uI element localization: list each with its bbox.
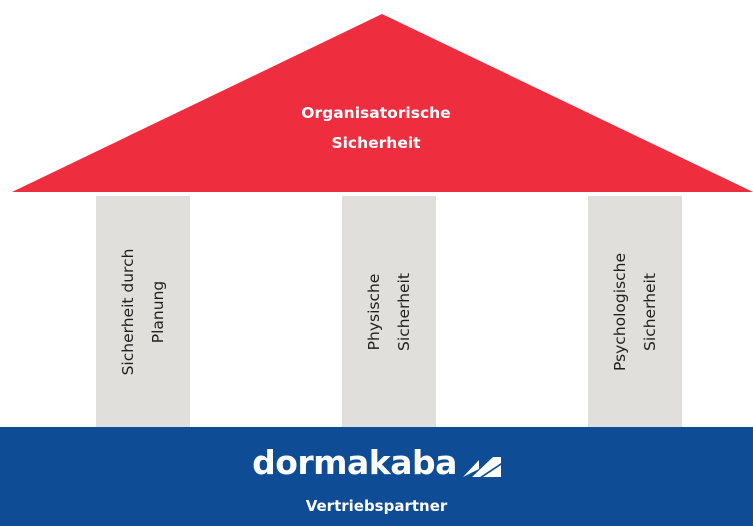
brand-name: dormakaba [252,443,457,482]
pillar-label: Psychologische Sicherheit [611,252,659,371]
pillar-planning: Sicherheit durch Planung [96,196,190,427]
base-label: Vertriebspartner [305,497,448,515]
brand-logo: dormakaba [0,443,753,483]
pillar-label: Sicherheit durch Planung [119,248,167,375]
base-foundation: dormakaba Vertriebspartner [0,427,753,526]
roof-triangle [12,14,753,192]
roof-label: Organisatorische Sicherheit [301,104,451,152]
pillar-label: Physische Sicherheit [365,272,413,351]
pillar-psychological: Psychologische Sicherheit [588,196,682,427]
pillar-physical: Physische Sicherheit [342,196,436,427]
dormakaba-logo-mark-icon [462,457,501,477]
roof [12,14,753,192]
